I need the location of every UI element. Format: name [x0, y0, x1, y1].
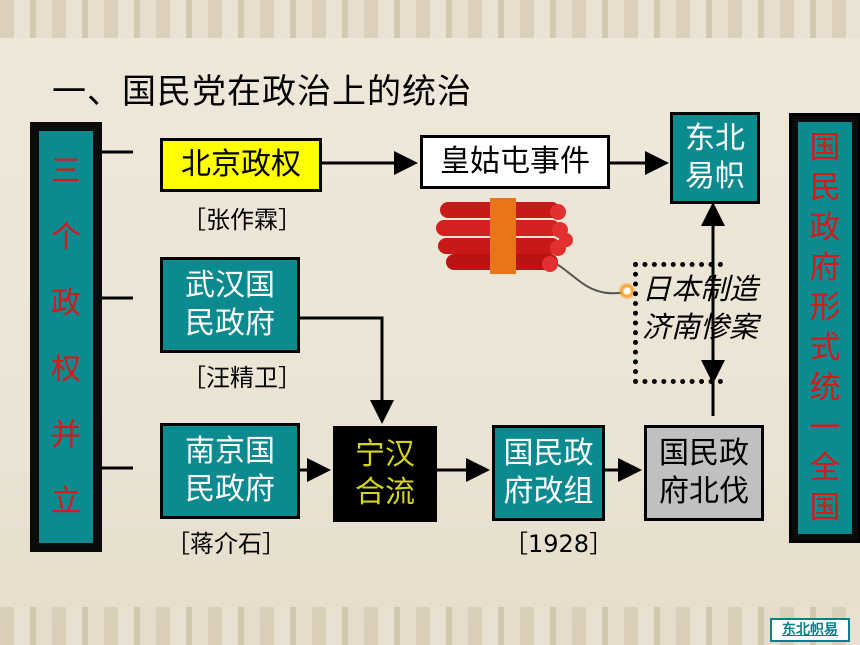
jinan-incident-text: 日本制造 济南惨案 — [642, 270, 758, 346]
huanggutun-label: 皇姑屯事件 — [440, 144, 590, 179]
ninghan-label-line1: 宁汉 — [355, 437, 415, 472]
right-char: 一 — [809, 410, 841, 446]
note-zhangzuolin: ［张作霖］ — [182, 206, 302, 234]
dongbei-label-line2: 易帜 — [685, 159, 745, 194]
left-char: 政 — [51, 286, 81, 321]
right-char: 式 — [809, 330, 841, 366]
wuhan-government-box: 武汉国 民政府 — [160, 257, 300, 353]
beijing-regime-label: 北京政权 — [181, 147, 301, 182]
jinan-line2: 济南惨案 — [642, 310, 759, 344]
wuhan-label-line1: 武汉国 — [185, 268, 275, 303]
northeast-flag-change-box: 东北 易帜 — [670, 112, 760, 204]
right-char: 全 — [809, 450, 841, 486]
right-char: 国 — [809, 490, 841, 526]
right-char: 国 — [809, 130, 841, 166]
wuhan-label-line2: 民政府 — [185, 306, 275, 341]
three-regimes-column: 三 个 政 权 并 立 — [30, 122, 102, 552]
northern-expedition-box: 国民政 府北伐 — [644, 425, 764, 521]
dongbei-label-line1: 东北 — [685, 121, 745, 156]
note-year: ［1928］ — [504, 530, 614, 558]
unification-column: 国 民 政 府 形 式 统 一 全 国 — [789, 113, 860, 543]
right-char: 统 — [809, 370, 841, 406]
beijing-regime-box: 北京政权 — [160, 138, 322, 192]
right-char: 府 — [809, 250, 841, 286]
reorg-label-line1: 国民政 — [503, 436, 594, 471]
reorg-label-line2: 府改组 — [503, 474, 594, 509]
right-char: 政 — [809, 210, 841, 246]
ninghan-merger-box: 宁汉 合流 — [333, 426, 437, 522]
right-char: 形 — [809, 290, 841, 326]
nanjing-government-box: 南京国 民政府 — [160, 423, 300, 519]
left-char: 个 — [51, 220, 81, 255]
nanjing-label-line2: 民政府 — [185, 472, 275, 507]
decorative-border-bottom — [0, 607, 860, 645]
page-title: 一、国民党在政治上的统治 — [52, 72, 472, 112]
jinan-dotted-connector — [633, 262, 723, 384]
spark-icon — [618, 282, 636, 300]
nanjing-label-line1: 南京国 — [185, 434, 275, 469]
jinan-line1: 日本制造 — [642, 272, 759, 306]
note-wangjingwei: ［汪精卫］ — [182, 364, 302, 392]
huanggutun-incident-box: 皇姑屯事件 — [420, 135, 610, 189]
note-jiangjieshi: ［蒋介石］ — [166, 530, 286, 558]
right-char: 民 — [809, 170, 841, 206]
decorative-border-top — [0, 0, 860, 38]
northern-label-line1: 国民政 — [659, 436, 749, 471]
left-char: 并 — [51, 418, 81, 453]
nav-link-button[interactable]: 东北帜易 — [770, 618, 850, 642]
dynamite-bundle-icon — [436, 198, 573, 274]
left-char: 权 — [51, 352, 81, 387]
ninghan-label-line2: 合流 — [355, 475, 415, 510]
left-char: 立 — [51, 484, 81, 519]
left-char: 三 — [51, 154, 81, 189]
northern-label-line2: 府北伐 — [659, 474, 749, 509]
government-reorganization-box: 国民政 府改组 — [492, 425, 605, 521]
